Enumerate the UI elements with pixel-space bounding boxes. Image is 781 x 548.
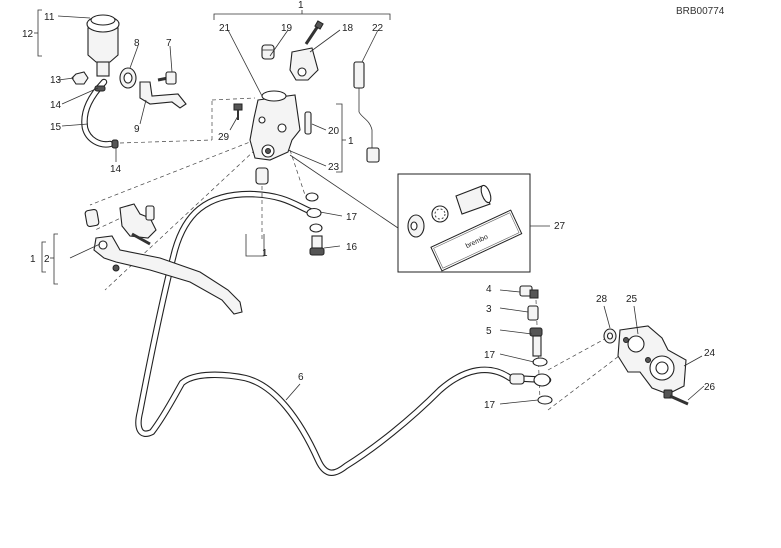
label-13: 13 <box>50 75 62 86</box>
label-29: 29 <box>218 132 230 143</box>
label-8: 8 <box>134 38 140 49</box>
part-3-fitting <box>527 305 539 321</box>
label-26: 26 <box>704 382 716 393</box>
clutch-hose <box>135 190 552 476</box>
label-27: 27 <box>554 221 566 232</box>
kit-leader <box>289 154 399 229</box>
label-17-top: 17 <box>346 212 358 223</box>
part-29-screw <box>233 103 243 120</box>
label-4: 4 <box>486 284 492 295</box>
label-24: 24 <box>704 348 716 359</box>
part-13-nut <box>71 71 89 85</box>
brace-2 <box>50 233 58 285</box>
label-11: 11 <box>44 12 55 23</box>
part-16-bolt <box>309 235 325 256</box>
label-15: 15 <box>50 122 62 133</box>
part-26-bolt <box>663 389 689 406</box>
part-9-bracket <box>139 81 187 109</box>
reservoir-hose <box>81 78 114 148</box>
brace-1-right <box>336 103 346 173</box>
label-6: 6 <box>298 372 304 383</box>
part-17-washer-mid <box>532 357 548 367</box>
slave-cylinder <box>617 325 687 395</box>
brace-1-left <box>41 241 46 273</box>
label-20: 20 <box>328 126 340 137</box>
part-5-banjo-bolt <box>529 327 543 357</box>
label-25: 25 <box>626 294 638 305</box>
label-1-left: 1 <box>30 254 36 265</box>
label-16: 16 <box>346 242 358 253</box>
label-28: 28 <box>596 294 608 305</box>
part-20-pin <box>304 111 312 135</box>
part-22-switch <box>353 61 380 163</box>
label-2: 2 <box>44 254 50 265</box>
label-22: 22 <box>372 23 384 34</box>
label-17-mid: 17 <box>484 350 496 361</box>
label-23: 23 <box>328 162 340 173</box>
banjo-fitting-top <box>255 167 269 185</box>
part-19-cap <box>261 44 275 60</box>
part-14-clip-bottom <box>111 139 119 149</box>
label-12: 12 <box>22 29 34 40</box>
label-1-mid: 1 <box>262 248 268 259</box>
part-17-washers-top <box>305 192 323 233</box>
brace-1-mid <box>245 234 265 257</box>
part-8-grommet <box>119 67 137 89</box>
callout-labels: 1 1 1 1 2 3 4 5 6 7 8 9 11 12 13 14 14 1… <box>22 0 716 411</box>
brace-1-top <box>213 10 391 20</box>
part-4-bleeder <box>519 285 539 299</box>
part-14-clip-top <box>94 85 106 92</box>
label-1-right: 1 <box>348 136 354 147</box>
label-17-bottom: 17 <box>484 400 496 411</box>
reservoir <box>86 14 120 77</box>
label-3: 3 <box>486 304 492 315</box>
part-28-seal <box>603 328 617 344</box>
diagram-code: BRB00774 <box>676 6 725 17</box>
master-cylinder <box>249 90 301 161</box>
leader-lines <box>57 15 705 405</box>
label-19: 19 <box>281 23 293 34</box>
banjo-fitting-bottom <box>509 373 551 387</box>
lever-assembly <box>84 203 243 315</box>
label-1-top: 1 <box>298 0 304 11</box>
label-7: 7 <box>166 38 172 49</box>
kit-box: brembo <box>397 173 531 273</box>
label-9: 9 <box>134 124 140 135</box>
part-17-washer-bottom <box>537 395 553 405</box>
label-5: 5 <box>486 326 492 337</box>
part-7-screw <box>157 71 177 85</box>
label-14-top: 14 <box>50 100 62 111</box>
brace-12 <box>34 9 42 57</box>
label-14-bottom: 14 <box>110 164 122 175</box>
part-18-bracket <box>289 20 324 81</box>
label-21: 21 <box>219 23 231 34</box>
label-18: 18 <box>342 23 354 34</box>
